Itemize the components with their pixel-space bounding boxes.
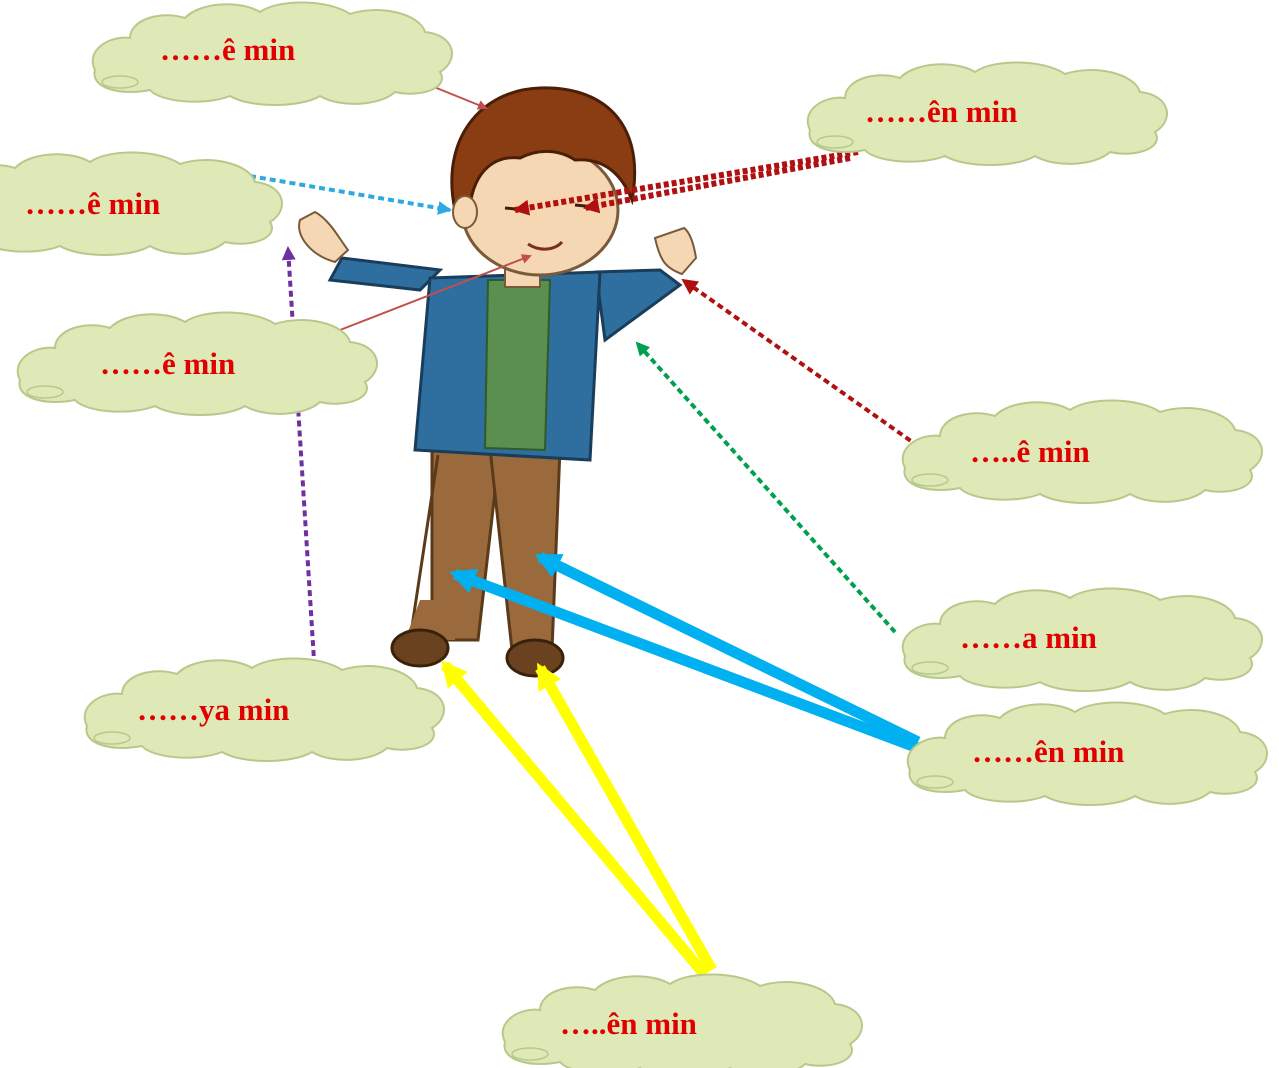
label-arm: ……a min xyxy=(960,620,1097,655)
label-hand: …..ê min xyxy=(970,434,1090,469)
cloud-ear: ……ê min xyxy=(0,152,282,255)
ear xyxy=(453,196,477,228)
arrow-leg-right xyxy=(540,557,918,742)
arrow-arm xyxy=(637,343,895,632)
cloud-hair: ……ê min xyxy=(93,2,452,105)
cloud-arm: ……a min xyxy=(903,588,1262,691)
shirt xyxy=(485,280,550,450)
label-legs: ……ên min xyxy=(972,734,1124,769)
label-feet: …..ên min xyxy=(560,1006,697,1041)
arrow-foot-right xyxy=(540,668,712,970)
label-ear: ……ê min xyxy=(25,186,160,221)
arrow-hand-right xyxy=(683,280,935,458)
arrow-foot-left xyxy=(445,665,705,975)
label-hands-left: ……ya min xyxy=(137,692,289,727)
cloud-hand: …..ê min xyxy=(903,400,1262,503)
label-eyes: ……ên min xyxy=(865,94,1017,129)
cloud-eyes: ……ên min xyxy=(808,62,1167,165)
pants xyxy=(405,448,560,650)
cloud-feet: …..ên min xyxy=(503,974,862,1068)
cloud-mouth: ……ê min xyxy=(18,312,377,415)
label-mouth: ……ê min xyxy=(100,346,235,381)
cloud-hands-left: ……ya min xyxy=(85,658,444,761)
cloud-legs: ……ên min xyxy=(908,702,1267,805)
arrow-hand-left xyxy=(288,248,315,676)
label-hair: ……ê min xyxy=(160,32,295,67)
